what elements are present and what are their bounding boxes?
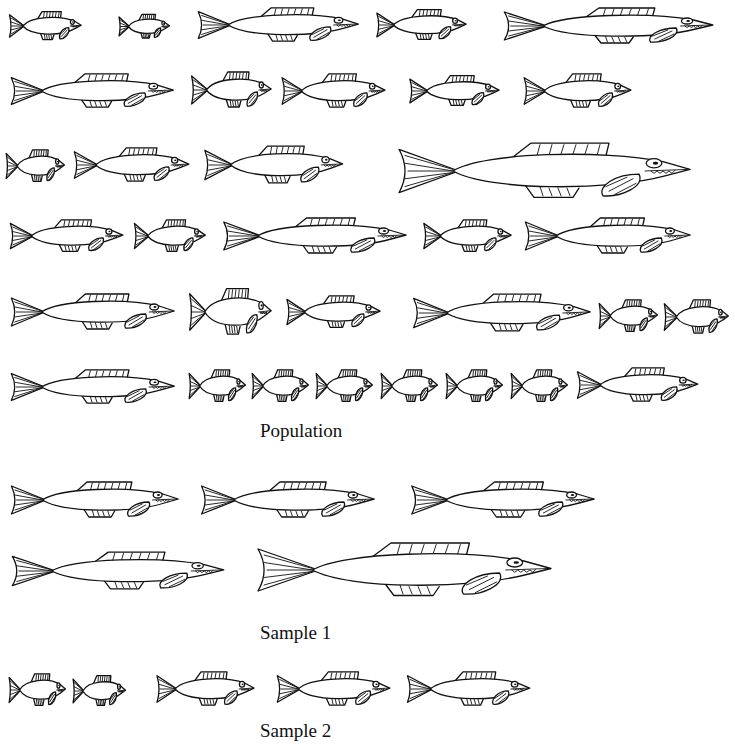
fish xyxy=(190,289,271,335)
fish xyxy=(11,482,178,517)
fish xyxy=(134,220,205,252)
fish xyxy=(446,370,502,402)
fish xyxy=(664,300,728,333)
fish xyxy=(399,143,690,197)
fish xyxy=(577,368,697,401)
fish xyxy=(11,74,173,107)
fish xyxy=(282,74,385,107)
fish xyxy=(511,370,567,402)
fish xyxy=(10,220,123,252)
fish xyxy=(381,370,437,402)
fish xyxy=(157,672,254,705)
fish xyxy=(414,294,591,331)
fish xyxy=(119,14,169,38)
fish xyxy=(424,220,511,252)
fish xyxy=(6,150,64,182)
fish xyxy=(11,370,174,403)
fish xyxy=(205,146,343,183)
fish xyxy=(408,672,530,705)
fish xyxy=(525,218,690,253)
fish xyxy=(12,552,223,589)
fish xyxy=(189,370,245,402)
fish xyxy=(192,72,272,107)
fish xyxy=(277,672,390,705)
fish xyxy=(504,8,713,43)
fish xyxy=(9,12,81,40)
fish xyxy=(377,10,466,40)
fish xyxy=(9,674,65,706)
fish xyxy=(412,482,594,517)
fish xyxy=(11,294,174,329)
fish xyxy=(224,218,406,253)
group-label: Sample 2 xyxy=(258,720,333,742)
fish xyxy=(524,74,631,107)
fish xyxy=(198,8,358,41)
fish xyxy=(316,370,372,402)
fish xyxy=(202,482,375,517)
fish xyxy=(252,370,308,402)
fish xyxy=(287,296,380,328)
fish xyxy=(73,676,125,706)
fish xyxy=(258,543,551,596)
fish xyxy=(410,76,499,106)
group-label: Sample 1 xyxy=(258,622,333,644)
fish xyxy=(599,300,657,332)
fish xyxy=(74,148,188,181)
group-label: Population xyxy=(258,420,344,442)
